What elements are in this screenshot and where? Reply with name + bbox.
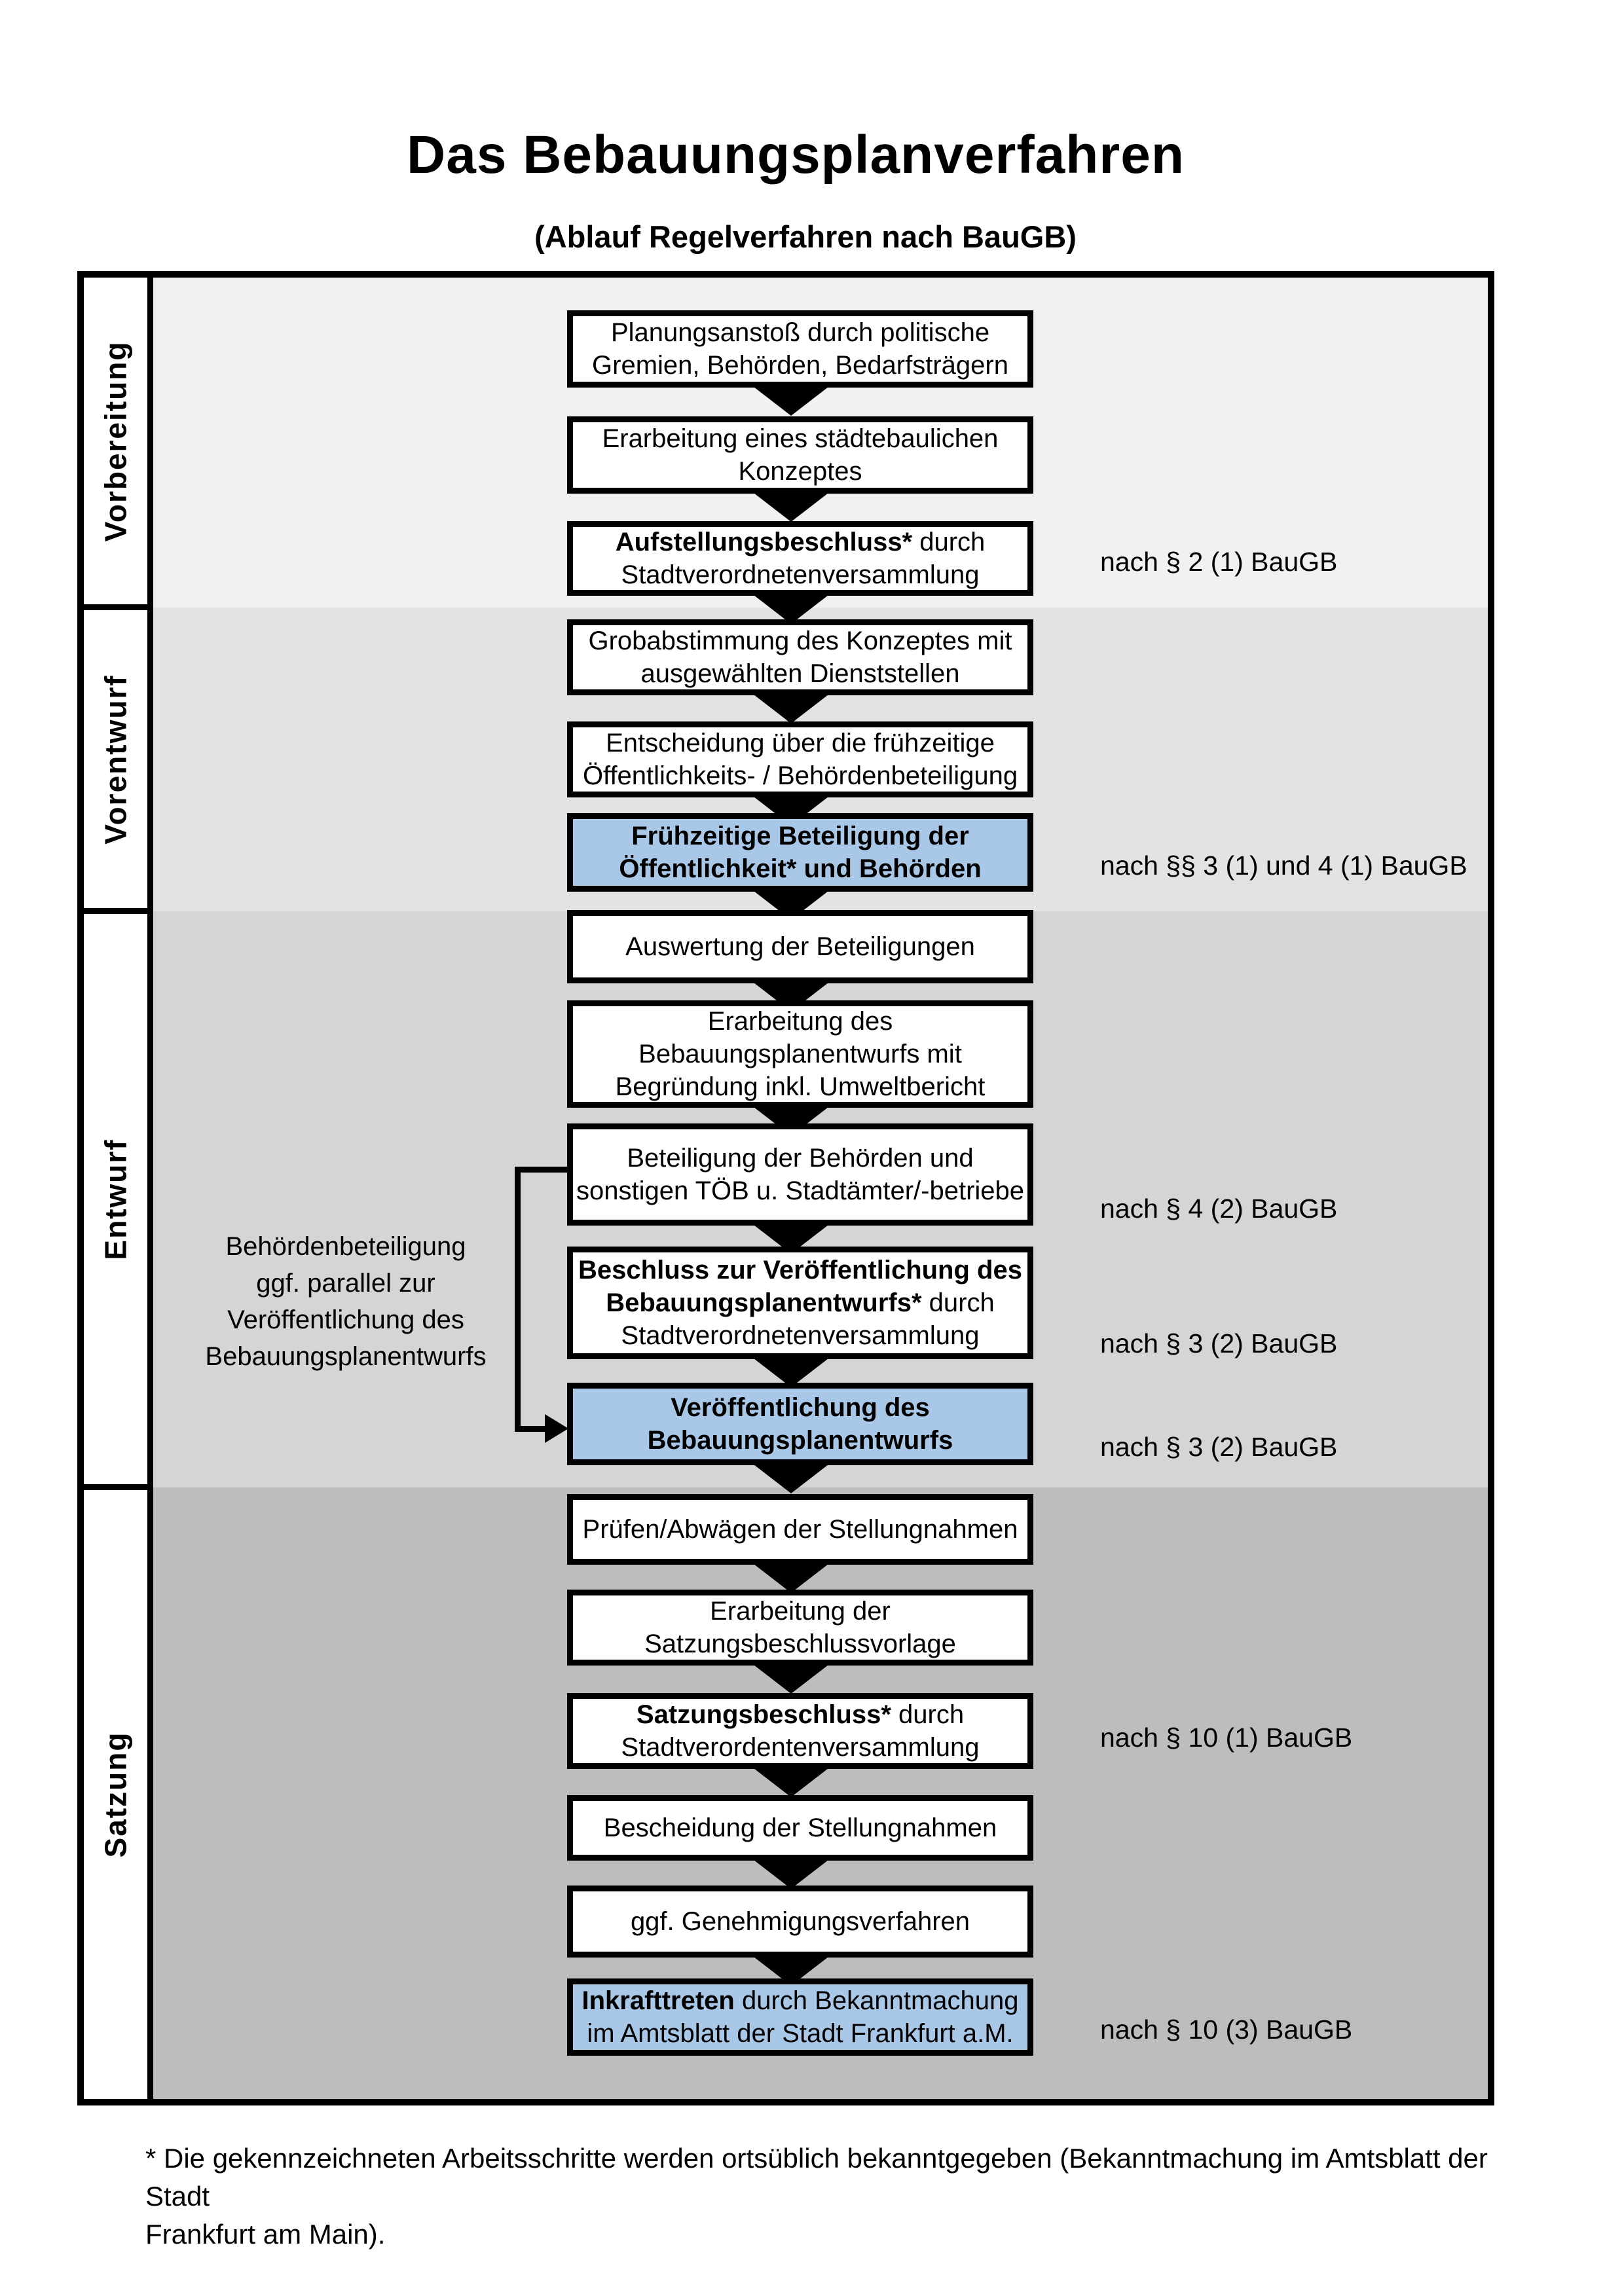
section-divider	[77, 1484, 153, 1490]
flow-step-bescheidung: Bescheidung der Stellungnahmen	[567, 1795, 1033, 1861]
parallel-connector-arrow-icon	[545, 1414, 568, 1443]
frame-border-bottom	[77, 2099, 1494, 2105]
section-label-cell: Satzung	[84, 1490, 147, 2099]
parallel-note: Behördenbeteiligung ggf. parallel zur Ve…	[205, 1232, 487, 1371]
legal-reference: nach § 2 (1) BauGB	[1100, 547, 1338, 577]
frame-border-right	[1488, 271, 1494, 2105]
flow-step-auswertung: Auswertung der Beteiligungen	[567, 910, 1033, 983]
section-divider	[77, 908, 153, 914]
page-title: Das Bebauungsplanverfahren	[407, 125, 1185, 185]
section-label-vorbereitung: Vorbereitung	[98, 340, 133, 541]
section-label-satzung: Satzung	[98, 1731, 133, 1858]
flow-step-beteiligung-behoerden: Beteiligung der Behörden und sonstigen T…	[567, 1123, 1033, 1226]
section-divider	[77, 604, 153, 610]
flow-arrow-down-icon	[754, 1860, 828, 1889]
flow-step-beschluss-veroeffentlichung: Beschluss zur Veröffentlichung des Bebau…	[567, 1247, 1033, 1359]
flow-step-satzungsvorlage: Erarbeitung der Satzungsbeschlussvorlage	[567, 1590, 1033, 1666]
legal-reference: nach § 3 (2) BauGB	[1100, 1328, 1338, 1358]
section-label-cell: Vorentwurf	[84, 610, 147, 908]
section-label-entwurf: Entwurf	[98, 1138, 133, 1260]
parallel-connector-stub-bottom	[515, 1426, 549, 1432]
legal-reference: nach § 4 (2) BauGB	[1100, 1194, 1338, 1224]
flow-step-konzept: Erarbeitung eines städtebaulichen Konzep…	[567, 416, 1033, 494]
flow-arrow-down-icon	[754, 493, 828, 522]
flow-step-aufstellungsbeschluss: Aufstellungsbeschluss* durch Stadtverord…	[567, 521, 1033, 596]
legal-reference: nach § 10 (1) BauGB	[1100, 1722, 1353, 1753]
flow-step-veroeffentlichung: Veröffentlichung des Bebauungsplanentwur…	[567, 1383, 1033, 1465]
flow-step-inkrafttreten: Inkrafttreten durch Bekanntmachung im Am…	[567, 1978, 1033, 2056]
frame-border-top	[77, 271, 1494, 278]
legal-reference: nach §§ 3 (1) und 4 (1) BauGB	[1100, 850, 1467, 881]
flow-arrow-down-icon	[754, 1564, 828, 1593]
flow-step-fruehzeitige-beteiligung: Frühzeitige Beteiligung der Öffentlichke…	[567, 813, 1033, 892]
flow-arrow-down-icon	[754, 695, 828, 723]
flow-arrow-down-icon	[754, 595, 828, 624]
flowchart-frame: Vorbereitung Vorentwurf Entwurf Satzung …	[77, 271, 1494, 2105]
parallel-connector-vertical	[515, 1167, 521, 1431]
legal-reference: nach § 3 (2) BauGB	[1100, 1432, 1338, 1462]
flow-step-satzungsbeschluss: Satzungsbeschluss* durch Stadtverordente…	[567, 1693, 1033, 1769]
section-label-vorentwurf: Vorentwurf	[98, 674, 133, 845]
flow-step-entscheidung: Entscheidung über die frühzeitige Öffent…	[567, 721, 1033, 797]
flow-step-erarbeitung-entwurf: Erarbeitung des Bebauungsplanentwurfs mi…	[567, 1000, 1033, 1108]
flow-step-grobabstimmung: Grobabstimmung des Konzeptes mit ausgewä…	[567, 619, 1033, 695]
flow-arrow-down-icon	[754, 387, 828, 416]
label-column-divider	[147, 271, 153, 2105]
flow-step-pruefen-abwaegen: Prüfen/Abwägen der Stellungnahmen	[567, 1494, 1033, 1565]
section-label-cell: Vorbereitung	[84, 278, 147, 604]
flow-arrow-down-icon	[754, 1665, 828, 1694]
flow-step-genehmigungsverfahren: ggf. Genehmigungsverfahren	[567, 1886, 1033, 1958]
footnote: * Die gekennzeichneten Arbeitsschritte w…	[145, 2143, 1488, 2250]
flow-step-planungsanstoss: Planungsanstoß durch politische Gremien,…	[567, 310, 1033, 388]
flow-arrow-down-icon	[754, 1358, 828, 1387]
flow-arrow-down-icon	[754, 1465, 828, 1493]
frame-border-left	[77, 271, 84, 2105]
page-subtitle: (Ablauf Regelverfahren nach BauGB)	[534, 219, 1077, 254]
parallel-connector-stub-top	[515, 1167, 570, 1173]
section-label-cell: Entwurf	[84, 914, 147, 1484]
flow-arrow-down-icon	[754, 1768, 828, 1797]
legal-reference: nach § 10 (3) BauGB	[1100, 2014, 1353, 2045]
